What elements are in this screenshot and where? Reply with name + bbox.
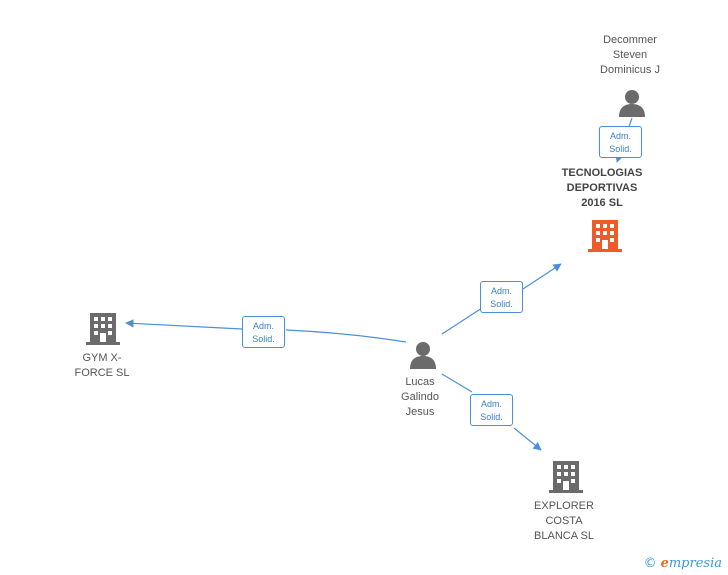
label-line: Lucas bbox=[405, 376, 435, 388]
building-icon[interactable] bbox=[588, 218, 622, 252]
person-icon[interactable] bbox=[408, 340, 438, 370]
badge-line: Solid. bbox=[480, 412, 503, 422]
badge-line: Solid. bbox=[609, 144, 632, 154]
edge-lucas-explorer bbox=[441, 373, 541, 450]
node-label-tecnologias[interactable]: TECNOLOGIAS DEPORTIVAS 2016 SL bbox=[550, 166, 654, 211]
building-icon[interactable] bbox=[86, 311, 120, 345]
badge-line: Solid. bbox=[252, 334, 275, 344]
label-line: GYM X- bbox=[82, 352, 122, 364]
label-line: Galindo bbox=[401, 391, 439, 403]
brand-logo: ©empresia bbox=[644, 556, 722, 571]
label-line: 2016 SL bbox=[581, 197, 623, 209]
label-line: Steven bbox=[612, 49, 648, 61]
edge-lucas-tecnologias bbox=[441, 264, 561, 335]
edge-badge-decommer-tecnologias[interactable]: Adm. Solid. bbox=[599, 126, 642, 158]
label-line: Decommer bbox=[603, 34, 657, 46]
label-line: Dominicus J bbox=[600, 64, 660, 76]
brand-initial: e bbox=[660, 556, 669, 571]
badge-line: Solid. bbox=[490, 299, 513, 309]
label-line: DEPORTIVAS bbox=[566, 182, 638, 194]
label-line: Jesus bbox=[405, 406, 435, 418]
badge-line: Adm. bbox=[480, 399, 502, 409]
label-line: EXPLORER bbox=[534, 500, 594, 512]
edge-badge-lucas-tecnologias[interactable]: Adm. Solid. bbox=[480, 281, 523, 313]
person-icon[interactable] bbox=[617, 88, 647, 118]
building-icon[interactable] bbox=[549, 459, 583, 493]
label-line: FORCE SL bbox=[74, 367, 130, 379]
node-label-explorer[interactable]: EXPLORER COSTA BLANCA SL bbox=[516, 499, 612, 544]
label-line: COSTA bbox=[545, 515, 583, 527]
node-label-lucas[interactable]: Lucas Galindo Jesus bbox=[385, 375, 455, 420]
brand-text: mpresia bbox=[668, 556, 722, 571]
badge-line: Adm. bbox=[490, 286, 512, 296]
label-line: BLANCA SL bbox=[534, 530, 594, 542]
badge-line: Adm. bbox=[252, 321, 274, 331]
edge-lucas-gym bbox=[126, 323, 407, 343]
edge-badge-lucas-gym[interactable]: Adm. Solid. bbox=[242, 316, 285, 348]
node-label-gym[interactable]: GYM X- FORCE SL bbox=[60, 351, 144, 381]
edge-badge-lucas-explorer[interactable]: Adm. Solid. bbox=[470, 394, 513, 426]
badge-line: Adm. bbox=[609, 131, 631, 141]
node-label-decommer[interactable]: Decommer Steven Dominicus J bbox=[580, 33, 680, 78]
copyright-icon: © bbox=[643, 556, 657, 571]
label-line: TECNOLOGIAS bbox=[561, 167, 643, 179]
